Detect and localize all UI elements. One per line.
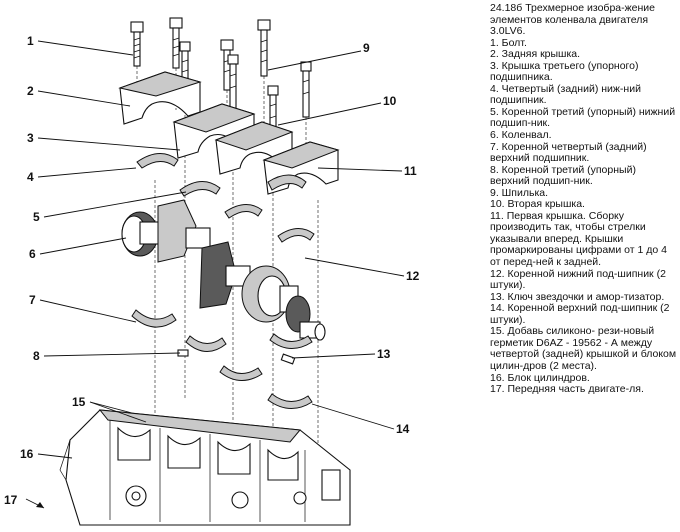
callout-3: 3 [27, 131, 34, 145]
callout-4: 4 [27, 170, 34, 184]
legend-item: 3. Крышка третьего (упорного) подшипника… [490, 59, 639, 84]
callout-9: 9 [363, 41, 370, 55]
legend-item: 6. Коленвал. [490, 129, 552, 142]
callout-16: 16 [20, 447, 34, 461]
legend-item: 7. Коренной четвертый (задний) верхний п… [490, 140, 647, 165]
callout-12: 12 [406, 269, 420, 283]
legend-item: 11. Первая крышка. Сборку производить та… [490, 209, 667, 269]
legend-items: 1. Болт.2. Задняя крышка.3. Крышка треть… [490, 36, 678, 396]
callout-14: 14 [396, 422, 410, 436]
bolt-2 [169, 17, 183, 69]
legend-item: 10. Вторая крышка. [490, 198, 585, 211]
callout-13: 13 [377, 347, 391, 361]
cylinder-block [59, 409, 351, 526]
bolt-5 [227, 54, 239, 113]
upper-bearings [136, 153, 315, 243]
legend-item: 16. Блок цилиндров. [490, 371, 590, 384]
bolts-group [130, 17, 312, 134]
stud-9 [300, 61, 312, 118]
legend-item: 12. Коренной нижний под-шипник (2 штуки)… [490, 267, 666, 292]
legend-item: 8. Коренной третий (упорный) верхний под… [490, 163, 636, 188]
small-parts [177, 349, 296, 365]
bolt-1 [130, 21, 144, 67]
legend-item: 15. Добавь силиконо- рези-новый герметик… [490, 325, 677, 372]
leader-lines [25, 40, 405, 509]
second-cap [214, 121, 294, 175]
legend-text: 24.18б Трехмерное изобра-жение элементов… [490, 2, 678, 396]
lower-bearings [131, 309, 313, 409]
legend-item: 14. Коренной верхний под-шипник (2 штуки… [490, 302, 670, 326]
callout-10: 10 [383, 94, 397, 108]
callout-8: 8 [33, 349, 40, 363]
callout-1: 1 [27, 34, 34, 48]
legend-item: 13. Ключ звездочки и амор-тизатор. [490, 290, 665, 303]
callout-2: 2 [27, 84, 34, 98]
callout-11: 11 [404, 164, 417, 178]
callouts: 1 2 3 4 5 6 7 8 9 10 11 12 13 14 15 16 1… [4, 34, 420, 507]
legend-item: 9. Шпилька. [490, 186, 549, 199]
figure-caption: 24.18б Трехмерное изобра-жение элементов… [490, 2, 655, 38]
callout-5: 5 [33, 210, 40, 224]
crankshaft [121, 199, 326, 341]
legend-item: 17. Передняя часть двигате-ля. [490, 383, 644, 396]
legend-item: 5. Коренной третий (упорный) нижний подш… [490, 105, 676, 130]
third-thrust-cap [172, 103, 256, 159]
legend-item: 2. Задняя крышка. [490, 48, 581, 61]
bolt-6 [257, 19, 271, 77]
legend-item: 1. Болт. [490, 36, 527, 49]
legend-item: 4. Четвертый (задний) ниж-ний подшипник. [490, 82, 641, 107]
rear-cap [118, 71, 202, 125]
callout-6: 6 [29, 247, 36, 261]
callout-17: 17 [4, 493, 18, 507]
callout-7: 7 [29, 293, 36, 307]
caps-group [118, 71, 340, 195]
callout-15: 15 [72, 395, 86, 409]
